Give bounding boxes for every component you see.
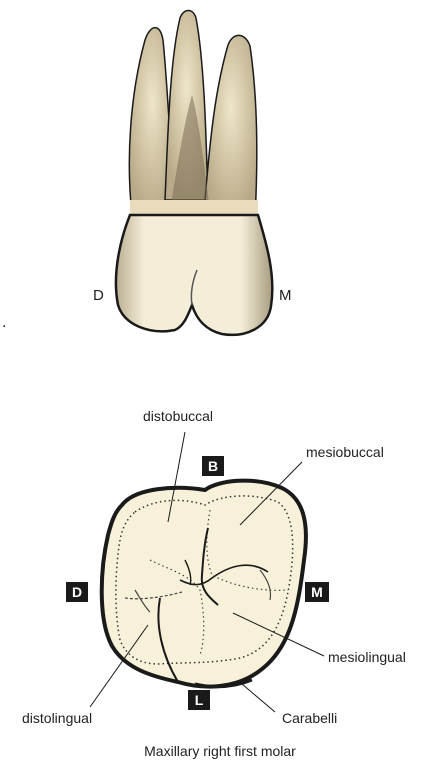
side-view-mesial-label: M [279,287,292,304]
badge-lingual: L [188,690,210,710]
svg-text:B: B [208,458,218,474]
tooth-occlusal-view: B D M L distobuccal mesiobuccal mesiolin… [22,408,406,759]
badge-mesial: M [305,582,329,602]
label-carabelli: Carabelli [282,710,337,726]
svg-text:D: D [72,584,82,600]
label-distolingual: distolingual [22,710,92,726]
label-mesiolingual: mesiolingual [328,649,406,665]
figure-caption: Maxillary right first molar [144,743,296,759]
badge-distal: D [66,582,88,602]
label-mesiobuccal: mesiobuccal [306,444,384,460]
crown [116,215,272,335]
svg-text:M: M [311,584,323,600]
label-distobuccal: distobuccal [143,408,213,424]
side-view-distal-label: D [93,287,104,304]
badge-buccal: B [202,456,224,476]
leader-carabelli [242,684,275,712]
svg-text:L: L [195,692,204,708]
bullet-mark: . [2,314,6,331]
mesial-root [205,35,257,218]
tooth-side-view: D M . [2,11,292,335]
